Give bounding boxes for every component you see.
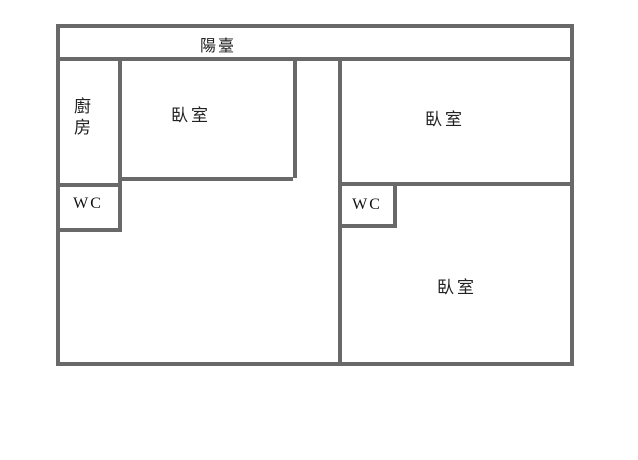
wall-balcony-bottom: [60, 57, 570, 61]
bedroom-left-label: 臥室: [171, 106, 211, 125]
outer-wall: [56, 24, 574, 366]
wall-wc-right-right: [393, 186, 397, 228]
wall-center-separator: [338, 61, 342, 362]
wall-wc-left-bottom: [60, 228, 118, 232]
bedroom-right-bottom-label: 臥室: [437, 278, 477, 297]
balcony-label: 陽臺: [199, 38, 236, 55]
wall-bedroom-left-bottom: [122, 177, 293, 181]
kitchen-label: 廚房: [74, 97, 91, 137]
wall-right-section-mid: [342, 182, 570, 186]
wc-right-label: WC: [352, 196, 382, 213]
wall-kitchen-right: [118, 61, 122, 232]
wall-bedroom-left-right: [293, 61, 297, 178]
wall-kitchen-bottom: [60, 183, 118, 187]
bedroom-right-top-label: 臥室: [425, 110, 465, 129]
wall-wc-right-bottom: [342, 224, 397, 228]
wc-left-label: WC: [73, 195, 103, 212]
